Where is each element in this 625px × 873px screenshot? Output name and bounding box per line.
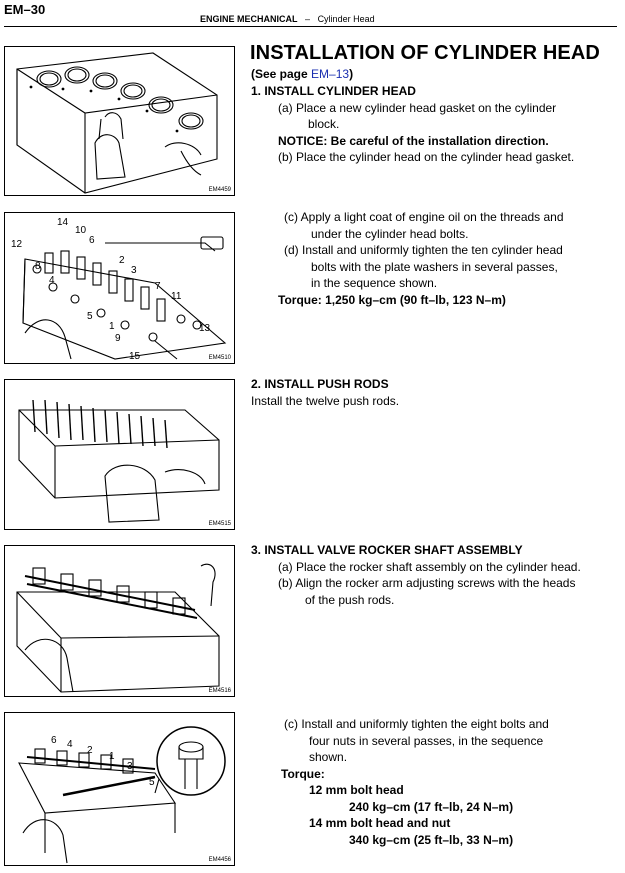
bolt-number: 2 [119,255,125,266]
push-rods-illustration [18,399,220,523]
see-page-suffix: ) [349,67,354,81]
torque-spec-label: 12 mm bolt head [309,783,404,797]
figure-code: EM4516 [208,688,231,694]
bolt-number: 7 [155,281,161,292]
figure-rocker-bolt-sequence: 6 4 2 1 3 5 EM4456 [4,712,235,866]
step-text: (b) Place the cylinder head on the cylin… [278,150,575,164]
bolt-number: 12 [11,239,23,250]
step-text: (c) Install and uniformly tighten the ei… [284,717,549,731]
bolt-number: 5 [149,777,155,788]
bolt-number: 6 [89,235,95,246]
step-3-block: 3. INSTALL VALVE ROCKER SHAFT ASSEMBLY (… [251,542,581,608]
figure-code: EM4459 [208,187,231,193]
header-rule [4,26,617,27]
step-text: shown. [309,750,348,764]
bolt-number: 4 [49,275,55,286]
figure-gasket: EM4459 [4,46,235,196]
step-text: (c) Apply a light coat of engine oil on … [284,210,564,224]
figure-rocker-shaft: EM4516 [4,545,235,697]
see-page-link[interactable]: EM–13 [311,67,350,81]
step-text: of the push rods. [305,592,395,607]
torque-spec: Torque: 1,250 kg–cm (90 ft–lb, 123 N–m) [278,292,506,307]
bolt-number: 15 [129,351,141,362]
step-text: under the cylinder head bolts. [311,226,469,241]
step-text: four nuts in several passes, in the sequ… [309,733,544,748]
step-text: in the sequence shown. [311,276,438,290]
figure-push-rods: EM4515 [4,379,235,530]
step-1-continued-block: (c) Apply a light coat of engine oil on … [278,209,564,308]
step-1-block: 1. INSTALL CYLINDER HEAD (a) Place a new… [251,83,574,166]
bolt-number: 4 [67,739,73,750]
running-header: ENGINE MECHANICAL – Cylinder Head [200,14,375,24]
bolt-number: 3 [127,761,133,772]
torque-spec-value: 240 kg–cm (17 ft–lb, 24 N–m) [349,799,514,814]
figure-code: EM4515 [208,521,231,527]
rocker-shaft-illustration [16,563,220,693]
step-text: Install the twelve push rods. [251,393,400,408]
bolt-number: 9 [115,333,121,344]
step-2-block: 2. INSTALL PUSH RODS Install the twelve … [251,376,399,409]
step-heading: 2. INSTALL PUSH RODS [251,377,389,391]
bolt-number: 5 [87,311,93,322]
page-number: EM–30 [4,2,46,17]
bolt-number: 1 [109,321,115,332]
notice-text: NOTICE: Be careful of the installation d… [278,133,549,148]
bolt-number: 14 [57,217,69,228]
figure-code: EM4510 [208,355,231,361]
page-title: INSTALLATION OF CYLINDER HEAD [250,42,600,64]
figure-bolt-sequence: 14 10 6 12 2 8 3 4 7 11 5 1 9 13 15 EM45… [4,212,235,364]
bolt-number: 3 [131,265,137,276]
bolt-number: 8 [35,261,41,272]
bolt-number: 1 [109,751,115,762]
see-page-reference: (See page EM–13) [251,66,353,83]
subsection-name: Cylinder Head [317,14,375,24]
torque-spec-label: 14 mm bolt head and nut [309,816,451,830]
see-page-prefix: (See page [251,67,312,81]
figure-code: EM4456 [208,857,231,863]
bolt-sequence-illustration: 14 10 6 12 2 8 3 4 7 11 5 1 9 13 15 [11,217,227,362]
section-name: ENGINE MECHANICAL [200,14,298,24]
torque-spec-value: 340 kg–cm (25 ft–lb, 33 N–m) [349,832,514,847]
bolt-number: 2 [87,745,93,756]
step-text: block. [308,117,340,131]
rocker-bolt-sequence-illustration: 6 4 2 1 3 5 [18,726,226,864]
step-text: (b) Align the rocker arm adjusting screw… [278,576,576,590]
step-heading: 1. INSTALL CYLINDER HEAD [251,84,416,98]
bolt-number: 6 [51,735,57,746]
torque-label: Torque: [281,766,325,781]
bolt-number: 13 [199,323,211,334]
step-text: bolts with the plate washers in several … [311,259,558,274]
gasket-illustration [16,52,218,194]
step-text: (a) Place the rocker shaft assembly on t… [278,559,581,574]
step-heading: 3. INSTALL VALVE ROCKER SHAFT ASSEMBLY [251,543,523,557]
step-text: (a) Place a new cylinder head gasket on … [278,100,557,115]
step-text: (d) Install and uniformly tighten the te… [284,243,563,257]
bolt-number: 11 [171,291,182,302]
header-separator: – [305,14,311,24]
bolt-number: 10 [75,225,87,236]
step-3-continued-block: (c) Install and uniformly tighten the ei… [278,716,549,848]
